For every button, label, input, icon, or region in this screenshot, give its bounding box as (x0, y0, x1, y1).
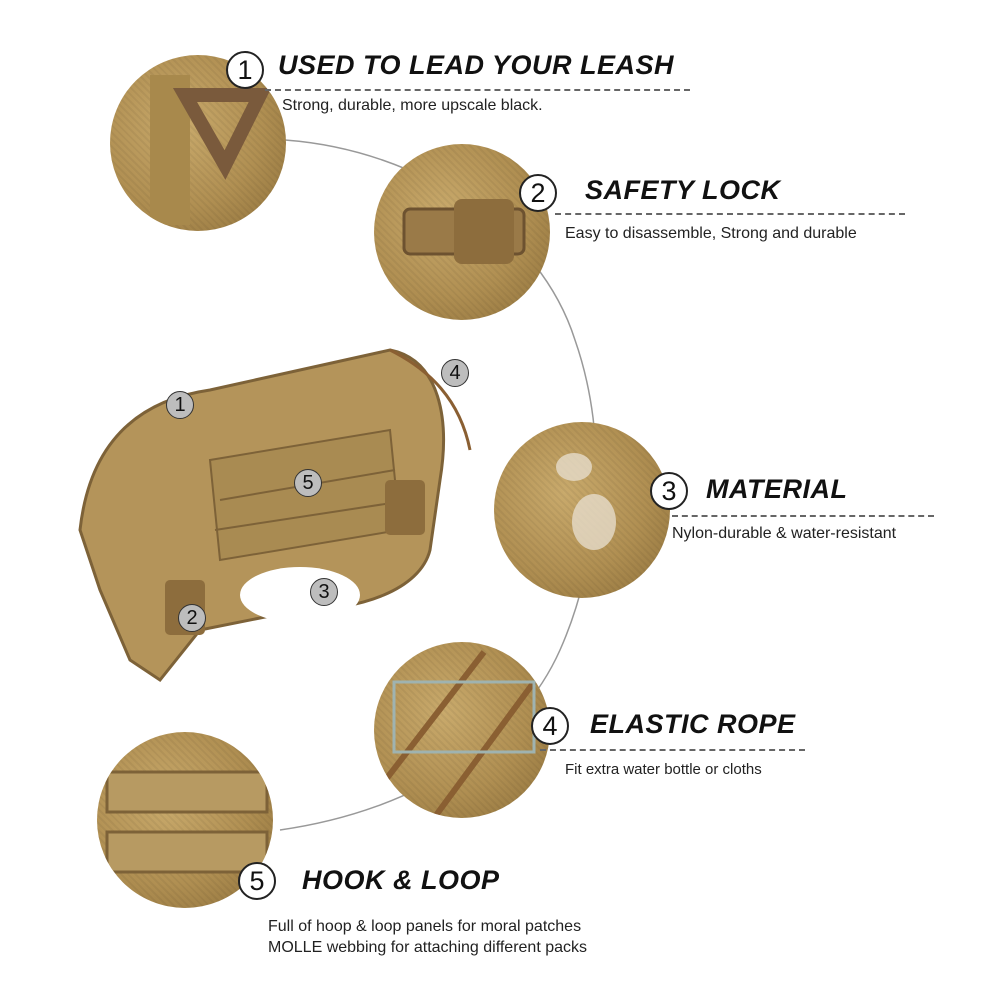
number-2-icon: 2 (519, 174, 557, 212)
feature-3-description: Nylon-durable & water-resistant (672, 525, 897, 542)
feature-2-title: SAFETY LOCK (585, 175, 781, 205)
feature-1-description: Strong, durable, more upscale black. (282, 97, 543, 114)
divider (555, 213, 905, 215)
harness-image (78, 348, 472, 683)
feature-3-title: MATERIAL (706, 474, 848, 504)
number-5-icon: 5 (238, 862, 276, 900)
material-photo (494, 422, 670, 598)
harness-badge-1: 1 (166, 391, 194, 419)
harness-badge-5: 5 (294, 469, 322, 497)
feature-5-description-line-1: Full of hoop & loop panels for moral pat… (268, 918, 582, 935)
feature-2-description: Easy to disassemble, Strong and durable (565, 225, 857, 242)
safety-lock-photo (374, 144, 550, 320)
harness-badge-3: 3 (310, 578, 338, 606)
divider (672, 515, 934, 517)
number-4-icon: 4 (531, 707, 569, 745)
harness-badge-2: 2 (178, 604, 206, 632)
divider (540, 749, 805, 751)
feature-4-title: ELASTIC ROPE (590, 709, 796, 739)
feature-5-title: HOOK & LOOP (302, 865, 500, 895)
divider (265, 89, 690, 91)
number-1-icon: 1 (226, 51, 264, 89)
number-3-icon: 3 (650, 472, 688, 510)
elastic-rope-photo (374, 642, 550, 818)
feature-1-title: USED TO LEAD YOUR LEASH (278, 50, 675, 80)
feature-5-description-line-2: MOLLE webbing for attaching different pa… (268, 939, 587, 956)
feature-4-description: Fit extra water bottle or cloths (565, 761, 762, 778)
harness-badge-4: 4 (441, 359, 469, 387)
